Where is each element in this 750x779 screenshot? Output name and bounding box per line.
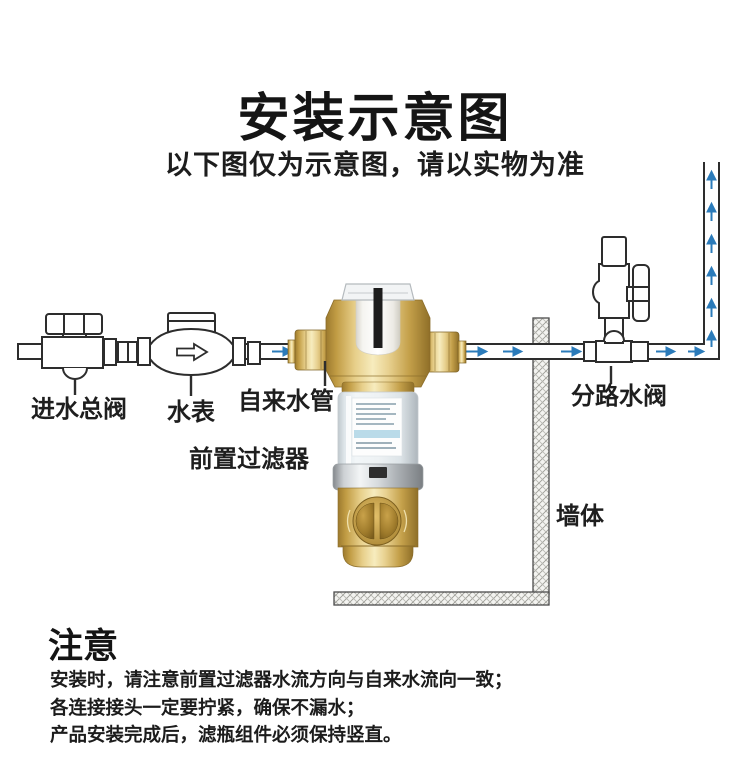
wall-floor: [333, 591, 550, 606]
wall: [333, 317, 550, 606]
label-tap-water-pipe: 自来水管: [238, 387, 334, 415]
flow-arrow-glyph: [176, 342, 209, 362]
riser-pipe-outline: [632, 162, 720, 360]
flush-dial-lobe: [379, 502, 399, 540]
filter-bottom-cap: [342, 545, 414, 568]
label-water-meter: 水表: [167, 399, 216, 426]
branch-tee: [595, 340, 633, 363]
page-subtitle: 以下图仅为示意图，请以实物为准: [165, 150, 585, 180]
notes-heading: 注意: [48, 627, 119, 666]
pre-filter: [287, 283, 467, 568]
note-line: 各连接接头一定要拧紧，确保不漏水；: [50, 696, 365, 718]
inlet-valve-handle: [45, 313, 103, 335]
leader-lines: [73, 361, 613, 396]
label-wall: 墙体: [556, 502, 605, 530]
note-line: 产品安装完成后，滤瓶组件必须保持竖直。: [50, 724, 402, 745]
inlet-valve: [41, 313, 129, 380]
filter-outlet-collar: [457, 340, 467, 364]
union-fitting: [117, 341, 129, 363]
note-line: 安装时，请注意前置过滤器水流方向与自来水流向一致；: [50, 669, 513, 690]
union-fitting: [247, 341, 261, 365]
notes-list: 安装时，请注意前置过滤器水流方向与自来水流向一致； 各连接接头一定要拧紧，确保不…: [50, 666, 513, 749]
branch-valve-handle: [632, 264, 650, 322]
label-inlet-valve: 进水总阀: [31, 395, 127, 423]
branch-valve-body: [592, 263, 630, 319]
union-fitting: [103, 338, 117, 366]
inlet-valve-body: [41, 336, 104, 369]
label-pre-filter: 前置过滤器: [189, 445, 310, 473]
union-fitting: [127, 341, 138, 363]
inlet-valve-bump: [62, 367, 88, 380]
bottle-label: [351, 397, 403, 457]
water-meter: [127, 312, 261, 377]
chrome-notch: [369, 467, 387, 478]
riser-pipe-fill: [632, 162, 719, 359]
page-title: 安装示意图: [237, 90, 513, 148]
branch-valve-bump: [603, 330, 625, 342]
union-fitting: [232, 337, 246, 366]
branch-valve: [583, 236, 650, 363]
filter-indicator-stripe: [373, 288, 383, 348]
branch-valve-top: [601, 236, 627, 267]
union-fitting: [137, 337, 151, 366]
label-branch-valve: 分路水阀: [571, 382, 667, 410]
flush-dial-lobe: [355, 502, 375, 540]
union-fitting: [630, 341, 649, 362]
